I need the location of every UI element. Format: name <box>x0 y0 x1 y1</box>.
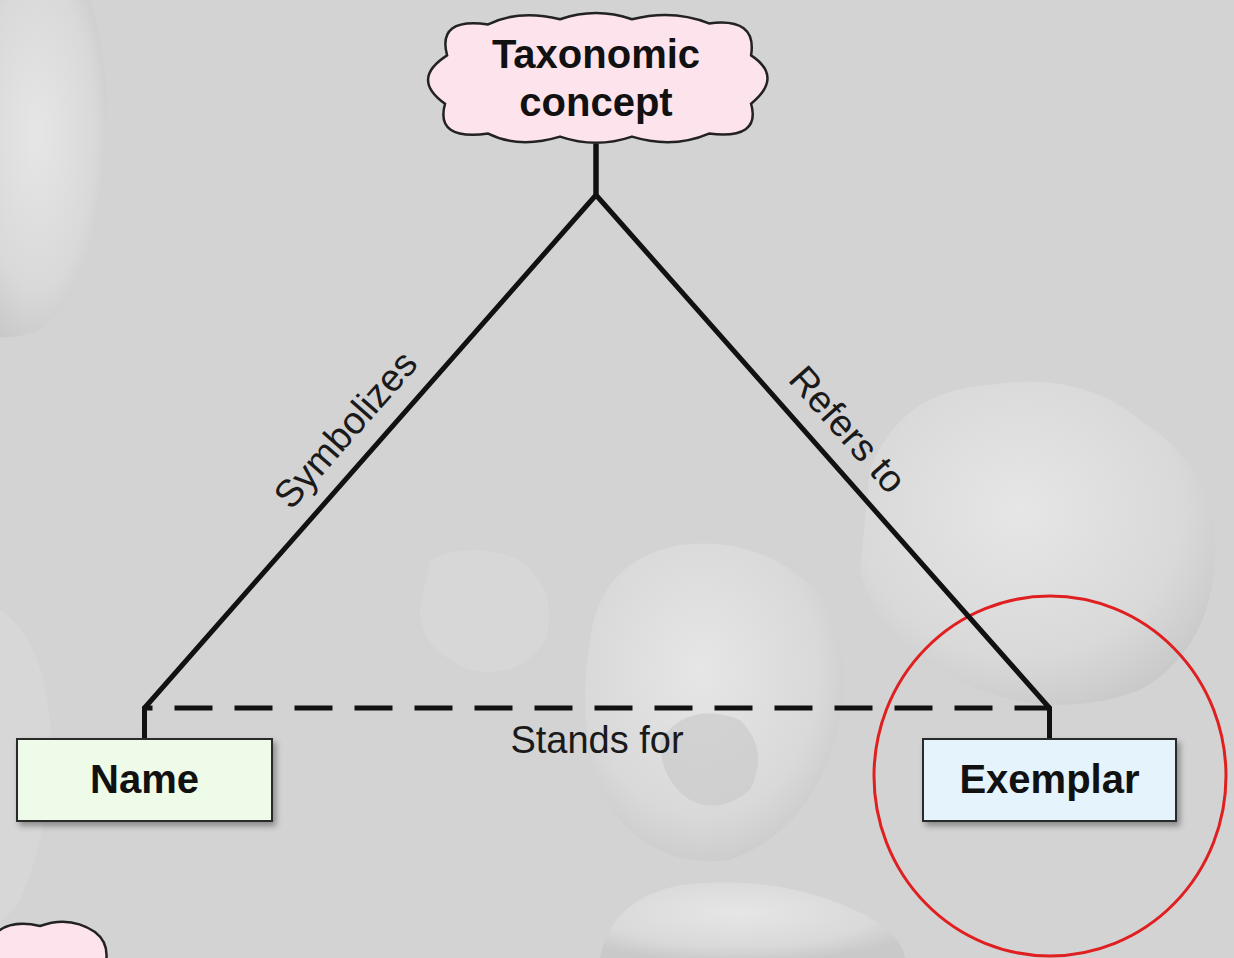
edge-label: Stands for <box>510 720 683 762</box>
node-text-group: Exemplar <box>959 756 1139 803</box>
cell-blob <box>860 382 1215 705</box>
cell-blob <box>0 0 107 338</box>
node-label: Taxonomic concept <box>461 31 731 125</box>
connector-line <box>596 144 1050 738</box>
exemplar-box: Exemplar <box>922 738 1177 822</box>
concept-cloud: Taxonomic concept <box>406 9 786 148</box>
highlight-circle <box>874 596 1226 956</box>
node-text-group: Name <box>90 756 199 803</box>
cloud-outline <box>406 9 786 148</box>
name-box: Name <box>16 738 273 822</box>
cell-blob <box>585 543 844 861</box>
connector-line <box>145 144 597 738</box>
node-label: Exemplar <box>959 756 1139 803</box>
partial-cloud <box>0 922 107 958</box>
cloud-shape <box>428 13 767 143</box>
node-text-group: Taxonomic concept <box>461 31 731 125</box>
node-label: Name <box>90 756 199 803</box>
cell-blob <box>600 882 905 958</box>
cell-blob <box>420 550 549 672</box>
